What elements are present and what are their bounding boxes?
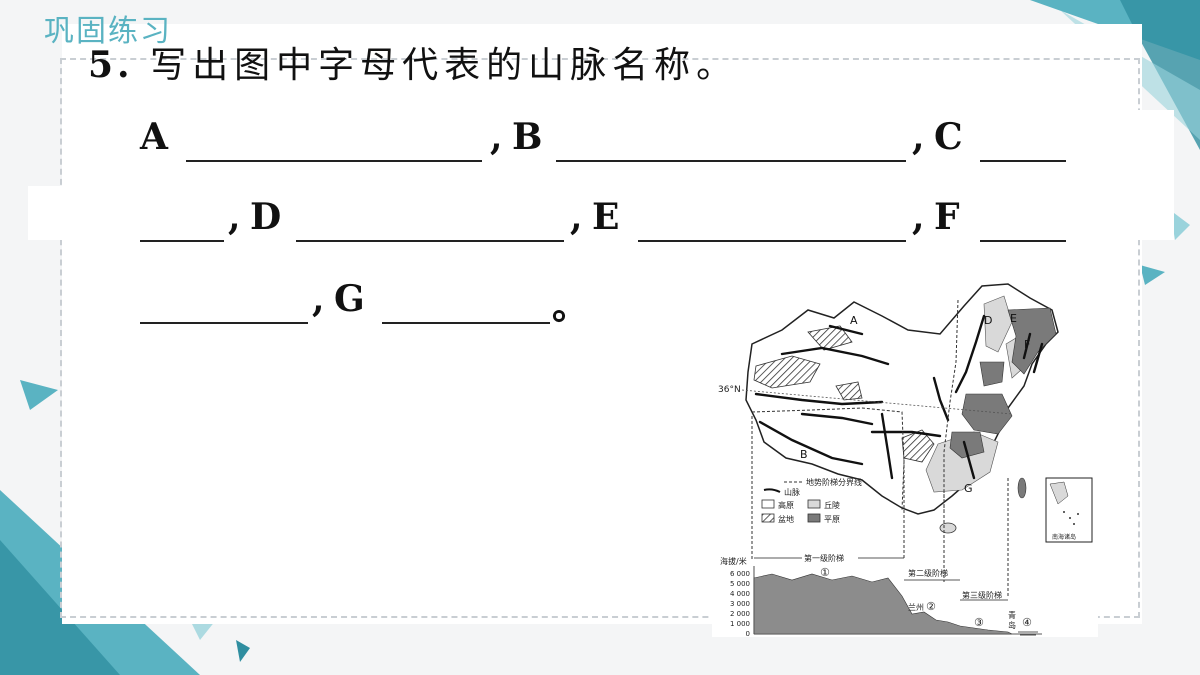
map-letter-e: E bbox=[1010, 312, 1017, 325]
terrain-map: 36°N A B D E F G 地势阶梯分界线 山脉 高原 丘陵 盆地 平原 … bbox=[718, 283, 1093, 638]
step-guide-lines bbox=[751, 416, 1009, 596]
y-tick-2000: 2 000 bbox=[730, 610, 750, 618]
section-tag: 巩固练习 bbox=[44, 14, 172, 49]
hills-region-northeast bbox=[983, 295, 1013, 353]
comma: , bbox=[912, 196, 925, 238]
basin-tarim bbox=[753, 355, 821, 389]
mountain-da-hinggan bbox=[954, 314, 986, 394]
blank-c[interactable] bbox=[980, 160, 1066, 162]
mountain-taihang bbox=[932, 376, 950, 422]
label-e: E bbox=[592, 196, 620, 238]
mountain-hengduan bbox=[880, 412, 894, 480]
map-letter-b: B bbox=[800, 448, 808, 461]
step-boundary-lines bbox=[751, 299, 959, 511]
mountain-kunlun bbox=[754, 392, 884, 406]
legend-boundary: 地势阶梯分界线 bbox=[806, 477, 862, 487]
legend-plateau: 高原 bbox=[778, 500, 794, 510]
legend-mountain: 山脉 bbox=[784, 487, 800, 497]
plain-northeast bbox=[1007, 307, 1057, 375]
hainan-island bbox=[939, 522, 957, 534]
card-band bbox=[28, 186, 1174, 240]
y-tick-6000: 6 000 bbox=[730, 570, 750, 578]
label-d: D bbox=[250, 196, 282, 238]
elevation-profile: 海拔/米 6 000 5 000 4 000 3 000 2 000 1 000… bbox=[720, 552, 1042, 638]
plain-north-china bbox=[961, 393, 1013, 435]
basin-qaidam bbox=[835, 381, 863, 401]
mountain-qinling bbox=[870, 430, 942, 438]
y-tick-4000: 4 000 bbox=[730, 590, 750, 598]
mountain-ranges bbox=[754, 314, 1044, 480]
label-a: A bbox=[140, 116, 168, 158]
mountain-xiao-hinggan bbox=[1022, 332, 1032, 360]
question-text: 写出图中字母代表的山脉名称。 bbox=[150, 45, 739, 86]
blank-g[interactable] bbox=[382, 322, 550, 324]
legend-plain: 平原 bbox=[824, 515, 840, 524]
profile-qingdao-1: 青 bbox=[1008, 610, 1016, 620]
profile-y-axis-title: 海拔/米 bbox=[720, 556, 747, 566]
label-b: B bbox=[512, 116, 543, 158]
y-tick-3000: 3 000 bbox=[730, 600, 750, 608]
label-f: F bbox=[934, 196, 960, 238]
card-band-right bbox=[1060, 110, 1174, 190]
blank-b[interactable] bbox=[556, 160, 906, 162]
profile-circle-2: ② bbox=[926, 600, 936, 613]
y-tick-0: 0 bbox=[746, 630, 750, 637]
plain-middle-yangtze bbox=[949, 431, 985, 459]
plain-liaohe bbox=[979, 361, 1005, 387]
map-letter-g: G bbox=[964, 482, 973, 495]
profile-lanzhou: 兰州 bbox=[908, 602, 924, 612]
latitude-label: 36°N bbox=[718, 385, 741, 395]
label-c: C bbox=[934, 116, 963, 158]
inset-label: 南海诸岛 bbox=[1052, 533, 1076, 541]
card-dashed-border bbox=[60, 58, 1140, 618]
profile-step2: 第二级阶梯 bbox=[908, 568, 948, 578]
blank-d[interactable] bbox=[296, 240, 564, 242]
blank-c-cont[interactable] bbox=[140, 240, 224, 242]
profile-terrain bbox=[753, 573, 1013, 635]
comma: , bbox=[570, 196, 583, 238]
question-number: 5. bbox=[88, 44, 134, 86]
map-letter-f: F bbox=[1024, 338, 1030, 351]
blank-f-cont[interactable] bbox=[140, 322, 308, 324]
terrain-map-figure: 36°N A B D E F G 地势阶梯分界线 山脉 高原 丘陵 盆地 平原 … bbox=[712, 282, 1098, 638]
comma: , bbox=[312, 278, 325, 320]
south-china-sea-inset: 南海诸岛 bbox=[1045, 477, 1093, 543]
blank-a[interactable] bbox=[186, 160, 482, 162]
profile-step1: 第一级阶梯 bbox=[804, 553, 844, 563]
legend-basin: 盆地 bbox=[778, 514, 794, 524]
y-tick-1000: 1 000 bbox=[730, 620, 750, 628]
mountain-changbai bbox=[1032, 342, 1044, 374]
profile-circle-3: ③ bbox=[974, 616, 984, 629]
taiwan-island bbox=[1017, 477, 1027, 499]
basin-junggar bbox=[807, 325, 853, 351]
mountain-wuyi bbox=[962, 440, 976, 480]
map-letter-d: D bbox=[984, 314, 992, 327]
mountain-gangdise bbox=[800, 412, 874, 426]
legend-hills: 丘陵 bbox=[824, 501, 840, 510]
profile-circle-1: ① bbox=[820, 566, 830, 579]
y-tick-5000: 5 000 bbox=[730, 580, 750, 588]
profile-circle-4: ④ bbox=[1022, 616, 1032, 629]
mountain-himalaya bbox=[758, 420, 864, 466]
question-title: 5. 写出图中字母代表的山脉名称。 bbox=[88, 36, 738, 88]
comma: , bbox=[228, 196, 241, 238]
profile-step3: 第三级阶梯 bbox=[962, 590, 1002, 600]
map-legend: 地势阶梯分界线 山脉 高原 丘陵 盆地 平原 bbox=[761, 477, 862, 524]
comma: , bbox=[490, 116, 503, 158]
mountain-altai bbox=[828, 324, 864, 336]
label-g: G bbox=[334, 278, 365, 320]
mountain-tianshan bbox=[780, 346, 890, 366]
profile-qingdao-2: 岛 bbox=[1008, 620, 1016, 630]
latitude-line bbox=[741, 389, 1013, 415]
blank-e[interactable] bbox=[638, 240, 906, 242]
period: 。 bbox=[552, 286, 589, 328]
map-letter-a: A bbox=[850, 314, 858, 327]
blank-f[interactable] bbox=[980, 240, 1066, 242]
comma: , bbox=[912, 116, 925, 158]
